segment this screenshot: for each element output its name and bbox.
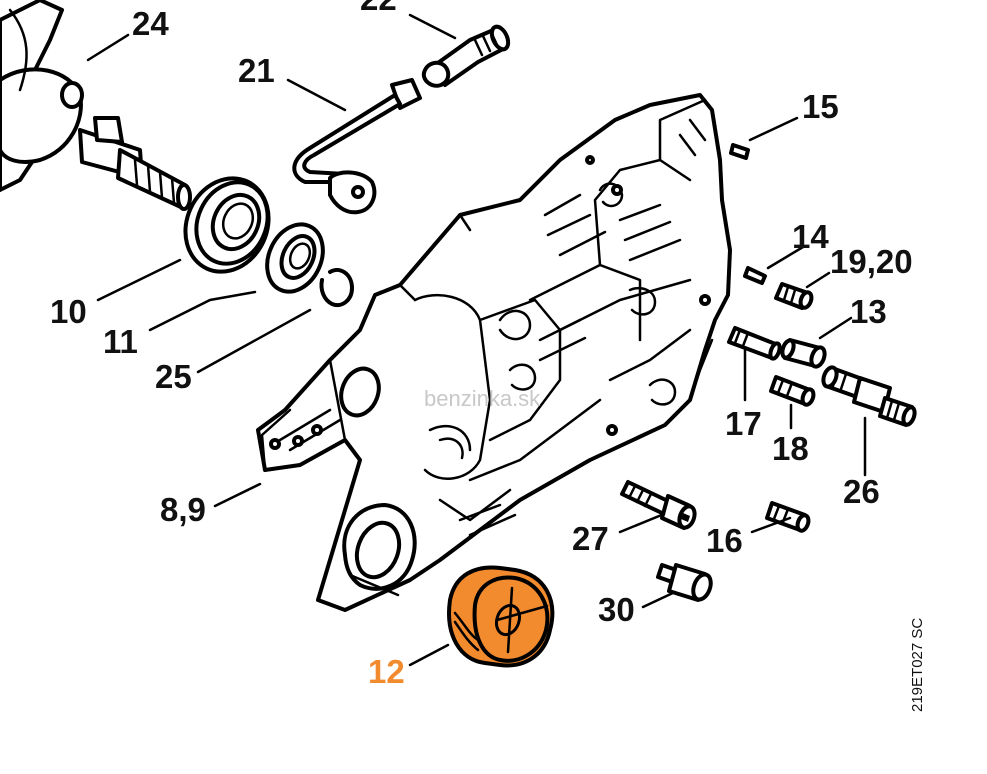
part-11-seal — [265, 222, 325, 294]
part-crankshaft — [0, 0, 192, 211]
part-26-stud-bolt — [821, 365, 917, 427]
callout-8-9: 8,9 — [160, 491, 206, 528]
callout-11: 11 — [103, 323, 138, 360]
callout-24: 24 — [132, 5, 169, 42]
part-13-sleeve — [780, 338, 827, 369]
callout-10: 10 — [50, 293, 87, 330]
callout-21: 21 — [238, 52, 275, 89]
watermark: benzinka.sk — [424, 386, 541, 411]
callout-17: 17 — [725, 405, 762, 442]
part-27-screw — [620, 480, 697, 530]
part-12-plug-highlighted — [447, 565, 555, 668]
callout-12-highlighted: 12 — [368, 653, 405, 690]
part-22-adjusting-screw — [421, 24, 511, 88]
callout-26: 26 — [843, 473, 880, 510]
part-30-screw — [656, 563, 713, 602]
part-16-stud — [765, 501, 811, 533]
part-21-rod — [292, 78, 422, 215]
part-19-20-stud — [774, 282, 814, 310]
part-17-pin — [727, 326, 782, 361]
part-15-screw — [729, 143, 750, 160]
leader-lines — [86, 13, 867, 667]
callout-labels: 24 22 21 15 14 19,20 13 10 11 25 17 18 2… — [50, 0, 913, 690]
callout-30: 30 — [598, 591, 635, 628]
callout-15: 15 — [802, 88, 839, 125]
part-25-circlip — [319, 268, 354, 307]
callout-25: 25 — [155, 358, 192, 395]
part-10-bearing — [183, 176, 271, 274]
callout-13: 13 — [850, 293, 887, 330]
callout-14: 14 — [792, 218, 829, 255]
callout-19-20: 19,20 — [830, 243, 913, 280]
callout-18: 18 — [772, 430, 809, 467]
part-14-screw — [743, 266, 767, 285]
drawing-code: 219ET027 SC — [909, 618, 926, 712]
part-crankcase — [256, 93, 732, 612]
callout-27: 27 — [572, 520, 609, 557]
callout-16: 16 — [706, 522, 743, 559]
callout-22: 22 — [360, 0, 397, 17]
part-18-stud — [769, 375, 816, 407]
